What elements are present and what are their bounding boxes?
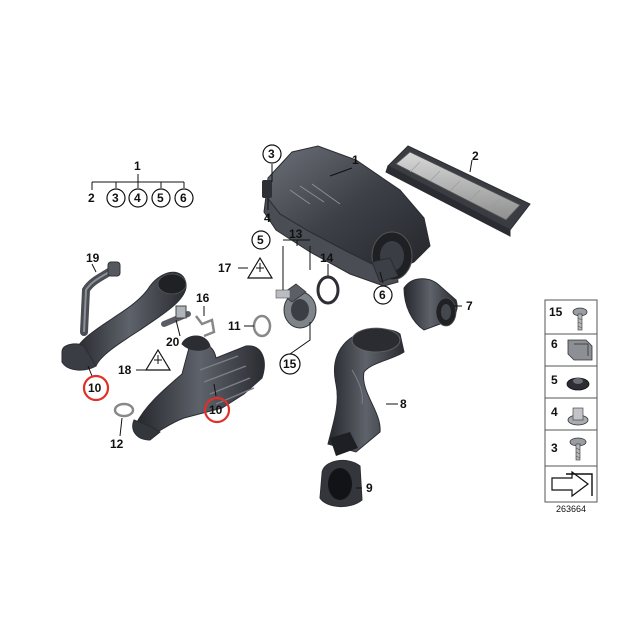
hose-clamp-11 [252, 314, 272, 338]
leader-lines [87, 159, 473, 489]
callout-3: 3 [268, 147, 275, 161]
callout-20: 20 [166, 335, 180, 349]
bolt-icon [569, 437, 587, 461]
tree-child-5: 5 [157, 191, 164, 205]
callout-2: 2 [472, 149, 479, 163]
tree-child-2: 2 [88, 191, 95, 205]
legend-item-3: 3 [551, 441, 558, 455]
vent-pipe [80, 261, 121, 336]
tree-child-6-circle [174, 188, 194, 208]
callout-10-right: 10 [209, 403, 223, 417]
small-parts-legend: 15 6 5 4 3 26366 [544, 299, 598, 514]
mass-air-flow-sensor [275, 283, 317, 329]
callout-15: 15 [283, 357, 297, 371]
callout-8: 8 [400, 397, 407, 411]
clip-icon [567, 339, 593, 361]
hierarchy-tree: 1 2 3 4 5 6 [88, 159, 194, 208]
filter-element [385, 145, 531, 237]
intake-hose-left [61, 271, 187, 371]
legend-item-15: 15 [549, 305, 563, 319]
tree-child-3: 3 [112, 191, 119, 205]
callout-19: 19 [86, 251, 100, 265]
legend-item-5: 5 [551, 373, 558, 387]
warning-triangle-18 [144, 348, 172, 371]
callout-9: 9 [366, 481, 373, 495]
valve-20 [161, 305, 191, 327]
clip-3 [262, 180, 272, 198]
callout-6: 6 [379, 288, 386, 302]
warning-triangle-17 [246, 256, 274, 279]
callout-13: 13 [289, 227, 303, 241]
callout-7: 7 [466, 299, 473, 313]
screw-icon [572, 307, 588, 331]
callout-11: 11 [228, 319, 241, 333]
callout-1: 1 [352, 153, 359, 167]
inlet-snorkel-9 [319, 459, 363, 507]
callout-4: 4 [264, 211, 271, 225]
callout-6-circle [373, 285, 393, 305]
callout-10-left: 10 [88, 381, 102, 395]
callout-17: 17 [218, 261, 232, 275]
highlight-circle-10-right [203, 396, 231, 424]
arrow-icon [551, 470, 593, 498]
tree-child-4-circle [128, 188, 148, 208]
callout-14: 14 [320, 251, 334, 265]
callout-16: 16 [196, 291, 210, 305]
callout-3-circle [262, 144, 282, 164]
callout-5: 5 [257, 233, 264, 247]
intake-duct-7 [403, 278, 458, 331]
grommet-icon [566, 377, 590, 391]
clip-16 [195, 315, 216, 338]
callout-5-circle [251, 230, 271, 250]
legend-item-4: 4 [551, 405, 558, 419]
callouts: 1 2 3 4 5 6 7 8 9 10 10 11 12 13 14 15 1… [82, 144, 479, 495]
tree-child-6: 6 [180, 191, 187, 205]
highlight-circle-10-left [82, 374, 110, 402]
intake-hose-lower [132, 335, 265, 441]
callout-15-circle [279, 353, 301, 375]
legend-item-6: 6 [551, 337, 558, 351]
air-filter-housing [262, 145, 431, 287]
tree-parent-label: 1 [134, 159, 141, 173]
hose-clamp-12 [113, 402, 135, 418]
air-duct-8 [327, 327, 405, 456]
tree-child-4: 4 [134, 191, 141, 205]
diagram-number: 263664 [556, 504, 586, 514]
nut-icon [567, 407, 589, 426]
callout-18: 18 [118, 363, 132, 377]
tree-child-3-circle [106, 188, 126, 208]
tree-child-5-circle [151, 188, 171, 208]
sealing-ring [316, 275, 340, 305]
rubber-mount [371, 257, 399, 283]
callout-12: 12 [110, 437, 124, 451]
